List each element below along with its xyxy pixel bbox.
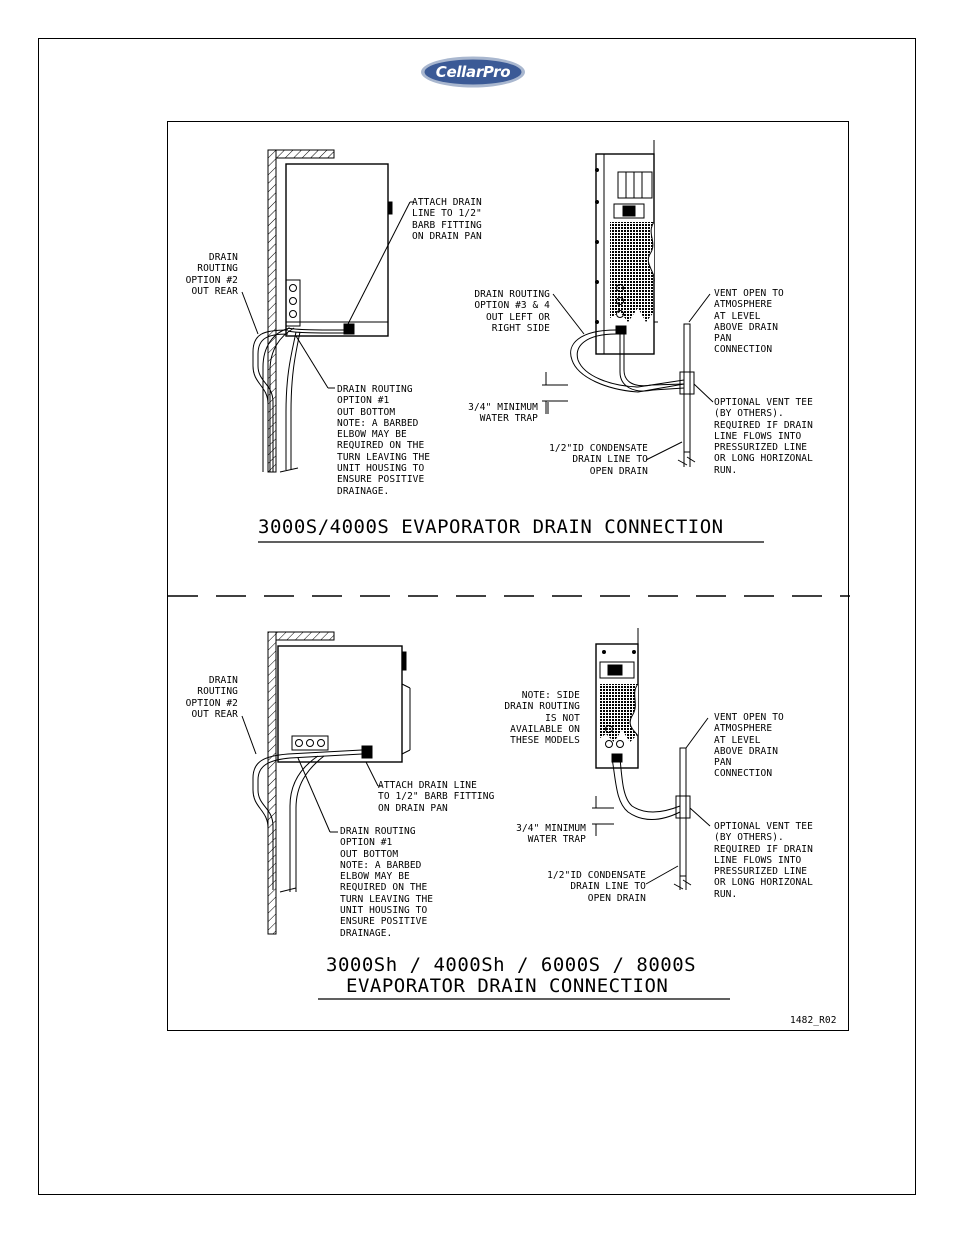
top-side-view-unit — [267, 149, 393, 473]
cellarpro-logo: CellarPro — [420, 56, 526, 88]
bottom-front-view-leaders — [645, 717, 711, 885]
logo-badge-icon — [421, 56, 525, 88]
drain-diagrams — [168, 140, 850, 1000]
top-front-view-unit — [595, 140, 658, 355]
bottom-side-view-leaders — [241, 715, 382, 833]
top-attach-drain-label: ATTACH DRAIN LINE TO 1/2" BARB FITTING O… — [412, 197, 482, 242]
logo-text: CellarPro — [435, 63, 511, 81]
top-side-view-drain-tubes — [252, 327, 301, 473]
top-water-trap-label: 3/4" MINIMUM WATER TRAP — [468, 402, 538, 425]
bottom-diagram-title-line1: 3000Sh / 4000Sh / 6000S / 8000S — [326, 954, 697, 976]
bottom-water-trap-label: 3/4" MINIMUM WATER TRAP — [516, 823, 586, 846]
drawing-number: 1482_R02 — [790, 1015, 837, 1026]
top-option1-label: DRAIN ROUTING OPTION #1 OUT BOTTOM NOTE:… — [337, 384, 431, 497]
top-condensate-label: 1/2"ID CONDENSATE DRAIN LINE TO OPEN DRA… — [549, 443, 648, 477]
bottom-side-note-label: NOTE: SIDE DRAIN ROUTING IS NOT AVAILABL… — [504, 690, 580, 747]
bottom-side-view-drain-tubes — [252, 749, 363, 893]
drawing-frame: ATTACH DRAIN LINE TO 1/2" BARB FITTING O… — [167, 121, 850, 1031]
top-vent-label: VENT OPEN TO ATMOSPHERE AT LEVEL ABOVE D… — [714, 288, 784, 356]
bottom-option1-label: DRAIN ROUTING OPTION #1 OUT BOTTOM NOTE:… — [340, 826, 434, 939]
top-diagram-title: 3000S/4000S EVAPORATOR DRAIN CONNECTION — [258, 516, 724, 538]
bottom-option2-label: DRAIN ROUTING OPTION #2 OUT REAR — [185, 675, 238, 720]
bottom-condensate-label: 1/2"ID CONDENSATE DRAIN LINE TO OPEN DRA… — [547, 870, 646, 904]
bottom-side-view-unit — [267, 631, 411, 935]
bottom-vent-label: VENT OPEN TO ATMOSPHERE AT LEVEL ABOVE D… — [714, 712, 784, 780]
top-front-view-trap — [570, 323, 696, 467]
bottom-attach-drain-label: ATTACH DRAIN LINE TO 1/2" BARB FITTING O… — [378, 780, 495, 814]
bottom-front-view-unit — [595, 628, 639, 769]
bottom-tee-label: OPTIONAL VENT TEE (BY OTHERS). REQUIRED … — [714, 821, 813, 900]
top-side-view-leaders — [241, 201, 414, 389]
top-option34-label: DRAIN ROUTING OPTION #3 & 4 OUT LEFT OR … — [474, 289, 550, 334]
top-front-view-dims — [542, 372, 568, 414]
top-front-view-leaders — [552, 293, 714, 461]
bottom-front-view-dims — [592, 796, 614, 836]
bottom-front-view-trap — [611, 747, 692, 890]
top-tee-label: OPTIONAL VENT TEE (BY OTHERS). REQUIRED … — [714, 397, 813, 476]
bottom-diagram-title-line2: EVAPORATOR DRAIN CONNECTION — [346, 975, 669, 997]
page-border — [38, 38, 916, 1195]
top-option2-label: DRAIN ROUTING OPTION #2 OUT REAR — [185, 252, 238, 297]
